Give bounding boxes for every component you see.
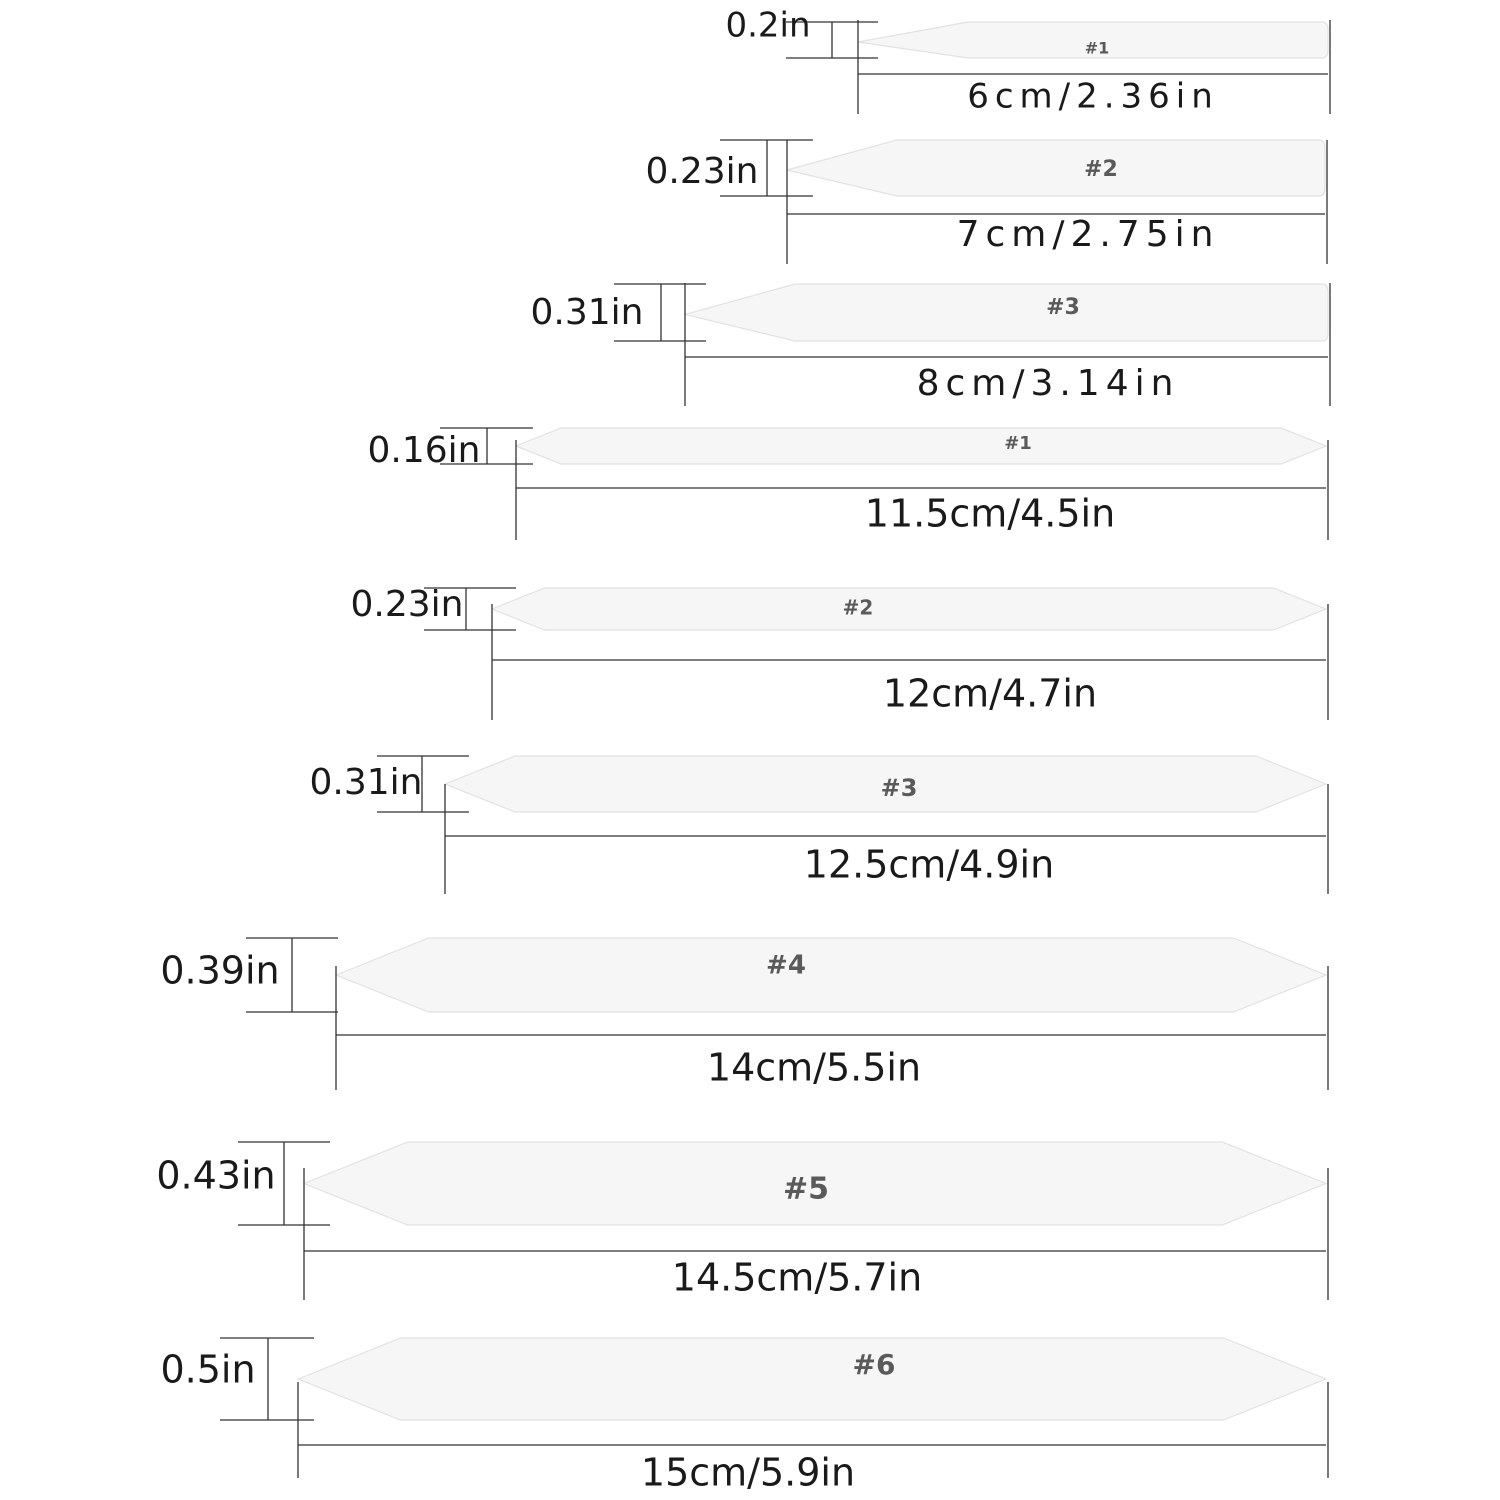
length-dimension-text: 12cm/4.7in	[883, 672, 1097, 716]
tool-label: #5	[783, 1172, 829, 1207]
tool-label: #2	[1084, 157, 1118, 182]
bone-folder-tool	[857, 21, 1329, 59]
tool-label: #3	[881, 774, 918, 802]
tool-group: #3 0.31in 12.5cm/4.9in	[310, 755, 1329, 894]
length-dimension-text: 11.5cm/4.5in	[865, 492, 1115, 536]
tool-group: #3 0.31in 8cm/3.14in	[531, 283, 1331, 406]
width-dimension-text: 0.16in	[368, 430, 481, 471]
width-dimension-text: 0.23in	[646, 151, 759, 192]
tool-label: #1	[1004, 433, 1032, 454]
length-dimension-text: 14.5cm/5.7in	[672, 1256, 922, 1300]
width-dimension-text: 0.31in	[310, 762, 423, 803]
width-dimension-text: 0.31in	[531, 292, 644, 333]
length-dimension-text: 7cm/2.75in	[957, 214, 1220, 255]
length-dimension-text: 12.5cm/4.9in	[804, 843, 1054, 887]
bone-folder-tool	[334, 937, 1328, 1013]
tool-group: #2 0.23in 7cm/2.75in	[646, 139, 1328, 264]
tool-label: #4	[766, 951, 806, 981]
length-dimension-text: 8cm/3.14in	[917, 363, 1180, 404]
width-dimension-text: 0.39in	[160, 949, 279, 993]
tool-group: #2 0.23in 12cm/4.7in	[351, 584, 1329, 720]
tool-group: #1 0.16in 11.5cm/4.5in	[368, 427, 1329, 540]
bone-folder-tool	[682, 283, 1329, 342]
tool-group: #4 0.39in 14cm/5.5in	[160, 937, 1329, 1090]
width-dimension-text: 0.2in	[725, 6, 810, 46]
tool-label: #6	[853, 1348, 896, 1381]
length-dimension-text: 6cm/2.36in	[967, 77, 1219, 117]
tool-label: #2	[843, 596, 874, 620]
tool-group: #5 0.43in 14.5cm/5.7in	[156, 1141, 1329, 1300]
length-dimension-text: 15cm/5.9in	[641, 1451, 855, 1495]
tool-group: #1 0.2in 6cm/2.36in	[725, 6, 1331, 117]
width-dimension-text: 0.23in	[351, 584, 464, 625]
length-dimension-text: 14cm/5.5in	[707, 1046, 921, 1090]
bone-folder-tool	[490, 587, 1328, 631]
tool-label: #3	[1046, 295, 1080, 320]
bone-folder-tool	[443, 755, 1328, 813]
tool-group: #6 0.5in 15cm/5.9in	[160, 1337, 1329, 1495]
width-dimension-text: 0.5in	[160, 1348, 255, 1392]
bone-folder-tool	[786, 139, 1326, 197]
tool-label: #1	[1085, 39, 1110, 58]
bone-folder-tool	[302, 1141, 1328, 1226]
width-dimension-text: 0.43in	[156, 1154, 275, 1198]
bone-folder-tool	[514, 427, 1328, 465]
bone-folder-tool	[296, 1337, 1328, 1421]
